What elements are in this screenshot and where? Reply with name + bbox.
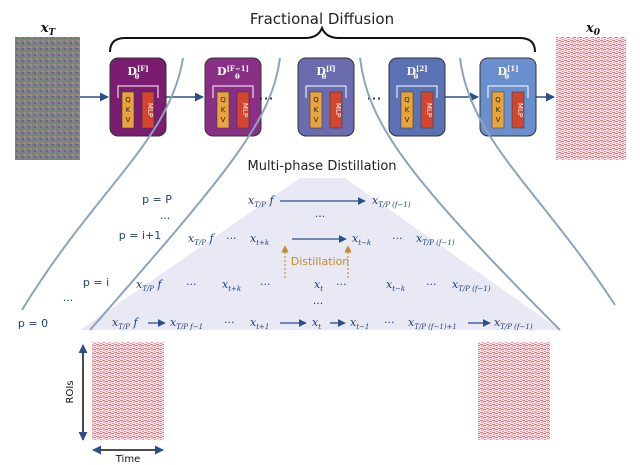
row-P-start: xT/P f (248, 194, 275, 209)
mlp-box (141, 91, 155, 129)
row-i-t: xt (314, 278, 323, 293)
row-0-dots-1: ··· (224, 316, 235, 329)
block-skip-line (396, 85, 438, 98)
qkv-letter-v: V (126, 116, 131, 124)
qkv-letter-v: V (496, 116, 501, 124)
qkv-letter-q: Q (220, 96, 226, 104)
qkv-letter-q: Q (404, 96, 410, 104)
phase-dots-2: ··· (63, 294, 74, 307)
funnel-left-outer (21, 57, 184, 311)
mlp-box (236, 91, 250, 129)
distillation-label: Distillation (291, 255, 350, 268)
mlp-label: MLP (146, 103, 154, 117)
funnel-right-inner (359, 57, 561, 331)
qkv-letter-k: K (496, 106, 501, 114)
qkv-letter-k: K (405, 106, 410, 114)
qkv-box (309, 91, 323, 129)
title: Fractional Diffusion (250, 10, 394, 28)
output-label: x0 (585, 21, 601, 38)
blocks-ellipsis-2: ··· (366, 89, 381, 108)
row-i-start: xT/P f (136, 278, 163, 293)
qkv-box (216, 91, 230, 129)
bottom-right-heatmap (478, 342, 550, 440)
y-axis-label: ROIs (65, 381, 76, 404)
row-i1-dots-2: ··· (392, 232, 403, 245)
qkv-box (121, 91, 135, 129)
x-axis-label: Time (115, 454, 140, 465)
row-0-t: xt (312, 316, 321, 331)
mlp-label: MLP (425, 103, 433, 117)
blocks-ellipsis-1: ··· (258, 89, 273, 108)
row-P-end: xT/P (f−1) (372, 194, 411, 209)
mlp-label: MLP (334, 103, 342, 117)
block-label: D[f]θ (316, 64, 335, 81)
block-label: D[1]θ (497, 64, 518, 81)
row-0-dots-2: ··· (384, 316, 395, 329)
block-skip-line (117, 85, 159, 98)
qkv-letter-q: Q (495, 96, 501, 104)
phase-label-0: p = 0 (18, 317, 48, 330)
funnel-left-inner (89, 57, 281, 331)
funnel-right-outer (459, 57, 616, 306)
qkv-box (400, 91, 414, 129)
phase-label-i: p = i (83, 276, 109, 289)
qkv-letter-v: V (314, 116, 319, 124)
bottom-left-heatmap (92, 342, 164, 440)
block-skip-line (487, 85, 529, 98)
qkv-box (491, 91, 505, 129)
qkv-letter-k: K (126, 106, 131, 114)
mlp-label: MLP (241, 103, 249, 117)
phase-label-P: p = P (142, 193, 172, 206)
phase-label-i1: p = i+1 (119, 229, 161, 242)
input-label: xT (40, 21, 57, 38)
row-i-dots-1: ··· (186, 278, 197, 291)
block-label: D[2]θ (406, 64, 427, 81)
qkv-letter-k: K (221, 106, 226, 114)
qkv-letter-v: V (221, 116, 226, 124)
qkv-letter-v: V (405, 116, 410, 124)
diffusion-blocks: D[F]θQKVMLPD[F−1]θQKVMLPD[f]θQKVMLPD[2]θ… (80, 57, 555, 137)
row-P-dots: ··· (315, 210, 326, 223)
funnel-fill (80, 178, 560, 330)
block-skip-line (305, 85, 347, 98)
mlp-box (511, 91, 525, 129)
row-i-dots-2: ··· (260, 278, 271, 291)
output-image (556, 37, 626, 160)
block-label: D[F]θ (127, 64, 148, 81)
block-label: D[F−1]θ (217, 64, 249, 81)
block-skip-line (212, 85, 254, 98)
mlp-box (329, 91, 343, 129)
qkv-letter-q: Q (125, 96, 131, 104)
mlp-label: MLP (516, 103, 524, 117)
subtitle: Multi-phase Distillation (247, 159, 396, 174)
qkv-letter-k: K (314, 106, 319, 114)
phase-dots-1: ··· (160, 212, 171, 225)
row-i-vdots: ··· (313, 297, 324, 310)
top-brace (109, 25, 536, 53)
input-noise-image (15, 37, 80, 160)
row-i1-end: xT/P (f−1) (416, 232, 455, 247)
row-i-dots-3: ··· (336, 278, 347, 291)
qkv-letter-q: Q (313, 96, 319, 104)
row-i1-dots-1: ··· (226, 232, 237, 245)
mlp-box (420, 91, 434, 129)
row-i1-start: xT/P f (188, 232, 215, 247)
row-i-dots-4: ··· (426, 278, 437, 291)
